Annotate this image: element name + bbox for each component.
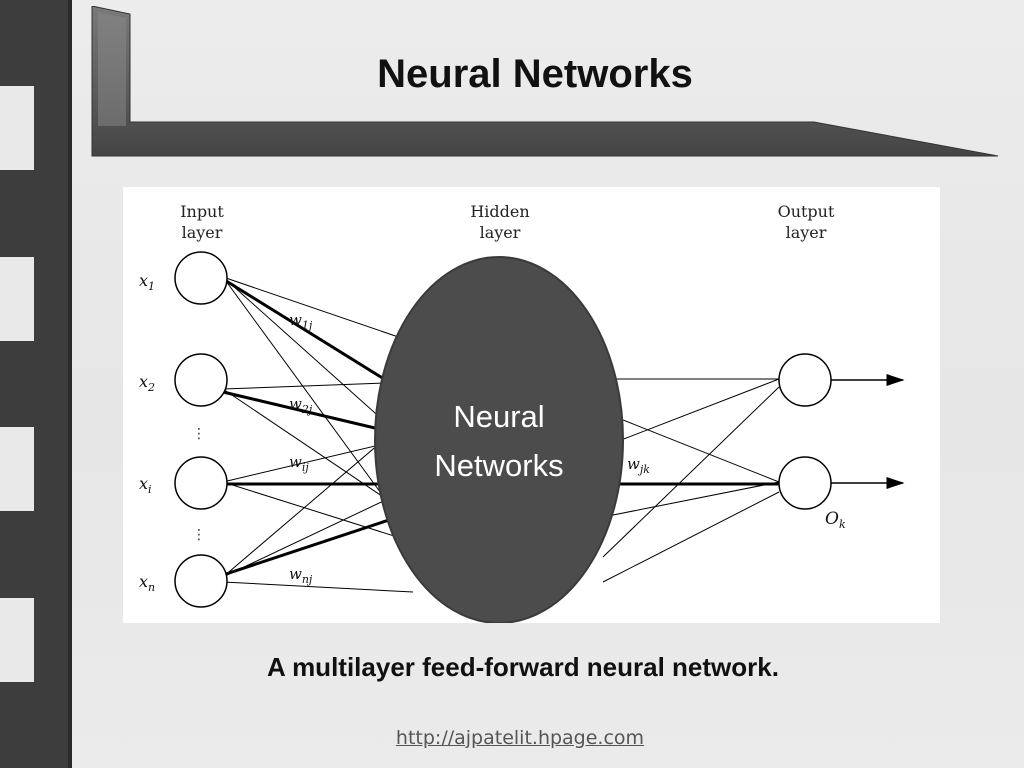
input-label-xi: xi <box>139 474 152 496</box>
output-node-1 <box>778 353 832 407</box>
slide-title: Neural Networks <box>377 52 693 96</box>
ellipsis-lower: ⋮ <box>192 527 206 543</box>
title-bracket <box>91 6 999 157</box>
footer-link[interactable]: http://ajpatelit.hpage.com <box>395 727 645 749</box>
input-label-x2: x2 <box>139 372 155 394</box>
input-node-xn <box>174 554 228 608</box>
output-label-ok: Ok <box>825 509 846 531</box>
input-layer-label-line1: Input <box>180 202 224 221</box>
input-label-x1: x1 <box>139 271 155 293</box>
filmstrip-hole <box>0 427 34 511</box>
weight-label-w2j: w2j <box>289 395 313 416</box>
output-layer-label-line2: layer <box>786 223 827 242</box>
ellipsis-upper: ⋮ <box>192 426 206 442</box>
input-node-x1 <box>174 251 228 305</box>
input-node-xi <box>174 456 228 510</box>
filmstrip-hole <box>0 598 34 682</box>
filmstrip-hole <box>0 86 34 170</box>
filmstrip-border <box>0 0 72 768</box>
hidden-layer-label-line2: layer <box>480 223 521 242</box>
input-node-x2 <box>174 353 228 407</box>
input-label-xn: xn <box>139 572 155 594</box>
weight-label-wnj: wnj <box>289 565 313 586</box>
hidden-layer-node <box>374 256 624 623</box>
weight-label-w1j: w1j <box>289 311 313 332</box>
weight-label-wij: wij <box>289 453 309 474</box>
output-layer-label-line1: Output <box>778 202 835 221</box>
filmstrip-hole <box>0 257 34 341</box>
neural-network-diagram: Neural Networks Input layer Hidden layer… <box>123 187 940 623</box>
filmstrip-edge <box>68 0 72 768</box>
input-layer-label-line2: layer <box>182 223 223 242</box>
center-label-line1: Neural <box>453 399 544 434</box>
slide-caption: A multilayer feed-forward neural network… <box>267 652 779 682</box>
center-label-line2: Networks <box>434 448 563 483</box>
output-node-2 <box>778 456 832 510</box>
hidden-layer-label-line1: Hidden <box>470 202 529 221</box>
weight-label-wjk: wjk <box>627 455 650 476</box>
